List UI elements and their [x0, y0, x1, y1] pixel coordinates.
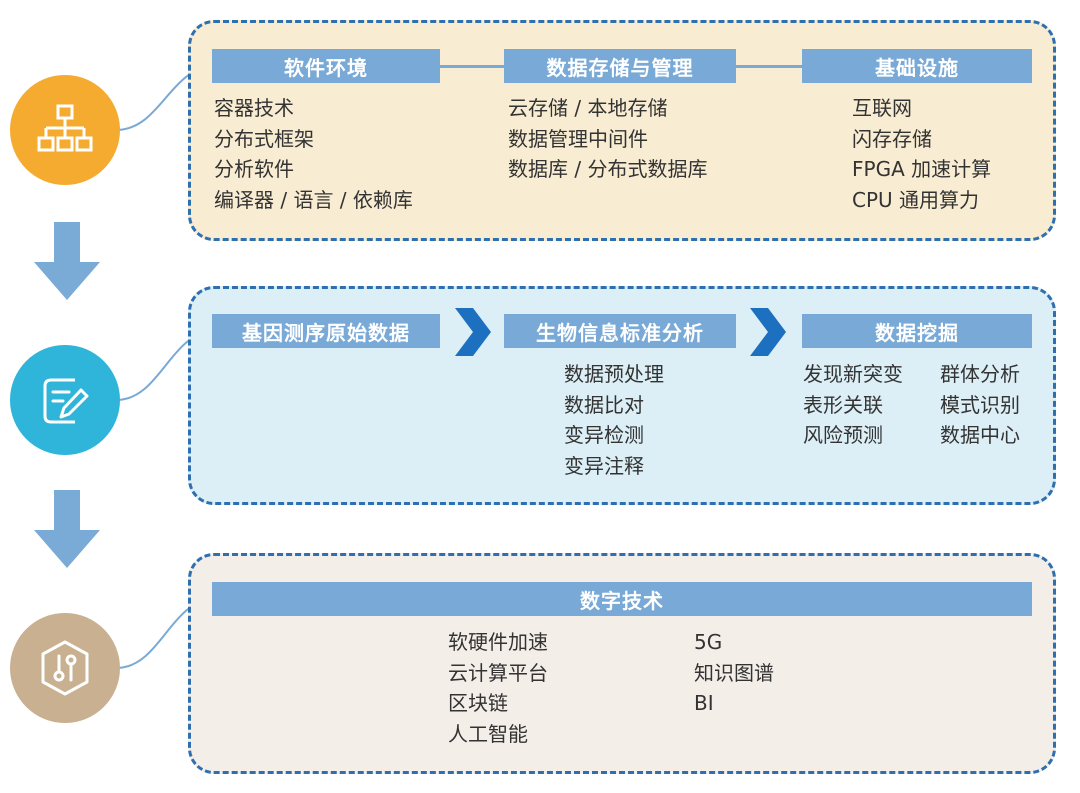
hierarchy-icon	[37, 104, 93, 152]
list-item: 容器技术	[214, 96, 294, 120]
digital-tech-list-right: 5G 知识图谱 BI	[694, 627, 774, 719]
data-mining-list-left: 发现新突变 表形关联 风险预测	[803, 359, 903, 451]
chevron-right-icon	[750, 308, 786, 356]
edit-document-icon	[43, 378, 89, 424]
list-item: 发现新突变	[803, 362, 903, 386]
data-mining-list-right: 群体分析 模式识别 数据中心	[940, 359, 1020, 451]
list-item: 数据中心	[940, 423, 1020, 447]
list-item: 表形关联	[803, 392, 883, 417]
raw-data-header: 基因测序原始数据	[212, 314, 440, 348]
chevron-right-icon	[455, 308, 491, 356]
infrastructure-circle	[10, 75, 120, 185]
data-storage-header: 数据存储与管理	[504, 49, 736, 83]
bioinfo-analysis-header: 生物信息标准分析	[504, 314, 736, 348]
list-item: 模式识别	[940, 392, 1020, 417]
list-item: 数据比对	[564, 392, 644, 417]
list-item: 变异注释	[564, 453, 644, 478]
list-item: 变异检测	[564, 423, 644, 447]
list-item: 数据库 / 分布式数据库	[508, 157, 708, 181]
list-item: 群体分析	[940, 362, 1020, 386]
list-item: 编译器 / 语言 / 依赖库	[214, 187, 413, 212]
down-arrow-1	[34, 222, 100, 300]
header-connector-line	[736, 65, 802, 68]
data-mining-header: 数据挖掘	[802, 314, 1032, 348]
digital-tech-circle	[10, 613, 120, 723]
list-item: 软硬件加速	[448, 630, 548, 654]
list-item: 数据预处理	[564, 362, 664, 386]
list-item: 互联网	[852, 96, 912, 120]
list-item: 分布式框架	[214, 126, 314, 151]
list-item: 区块链	[448, 691, 508, 715]
list-item: CPU 通用算力	[852, 187, 980, 212]
infrastructure-list: 互联网 闪存存储 FPGA 加速计算 CPU 通用算力	[852, 93, 991, 215]
hexagon-tech-icon	[41, 640, 89, 696]
list-item: 分析软件	[214, 157, 294, 181]
list-item: 数据管理中间件	[508, 126, 648, 151]
data-storage-list: 云存储 / 本地存储 数据管理中间件 数据库 / 分布式数据库	[508, 93, 707, 185]
analysis-circle	[10, 345, 120, 455]
infrastructure-header: 基础设施	[802, 49, 1032, 83]
bioinfo-analysis-list: 数据预处理 数据比对 变异检测 变异注释	[564, 359, 664, 481]
list-item: 云存储 / 本地存储	[508, 96, 668, 120]
list-item: 风险预测	[803, 423, 883, 447]
list-item: 人工智能	[448, 721, 528, 746]
digital-tech-header: 数字技术	[212, 582, 1032, 616]
digital-tech-list-left: 软硬件加速 云计算平台 区块链 人工智能	[448, 627, 548, 749]
list-item: 5G	[694, 630, 723, 654]
list-item: 知识图谱	[694, 660, 774, 685]
software-env-list: 容器技术 分布式框架 分析软件 编译器 / 语言 / 依赖库	[214, 93, 413, 215]
list-item: 云计算平台	[448, 660, 548, 685]
down-arrow-2	[34, 490, 100, 568]
header-connector-line	[440, 65, 504, 68]
list-item: FPGA 加速计算	[852, 157, 992, 181]
list-item: BI	[694, 691, 714, 715]
software-env-header: 软件环境	[212, 49, 440, 83]
list-item: 闪存存储	[852, 126, 932, 151]
